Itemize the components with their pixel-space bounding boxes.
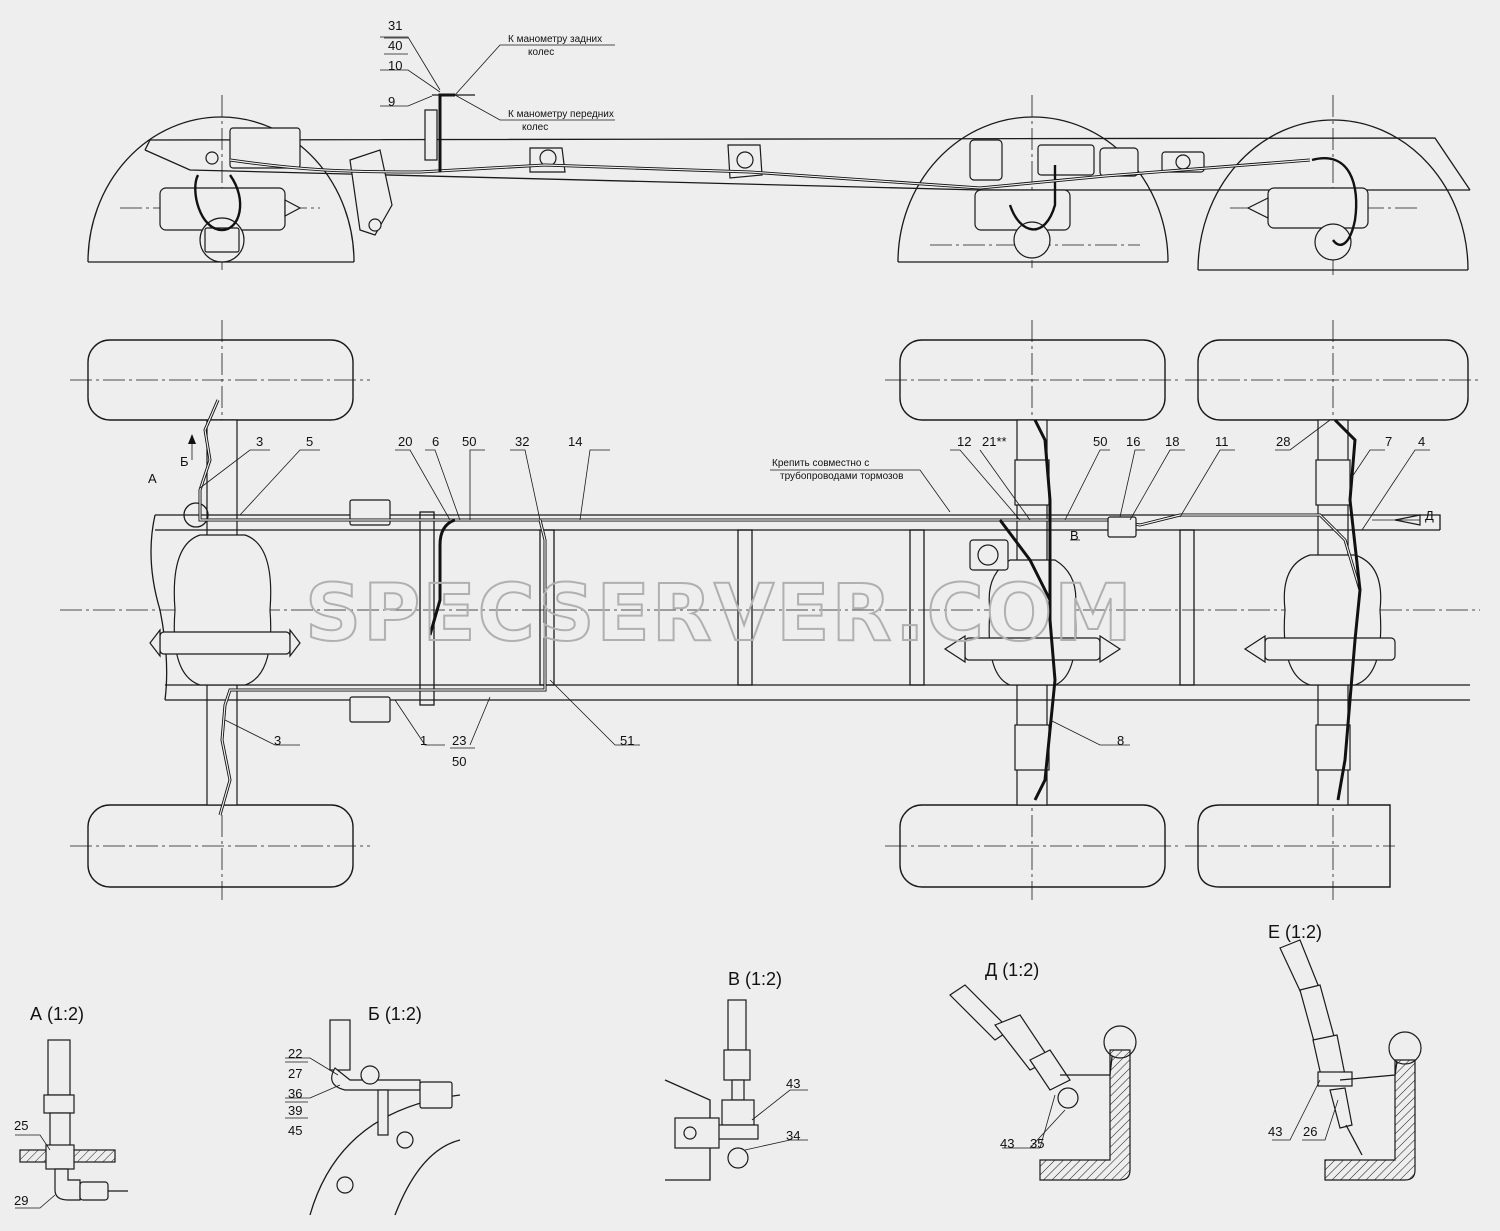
callout-32: 32 — [515, 434, 529, 449]
callout-5: 5 — [306, 434, 313, 449]
callout-3-rear: 3 — [274, 733, 281, 748]
note-rear-gauge-line2: колес — [528, 47, 554, 58]
pipe-rear-axle — [1333, 418, 1362, 801]
view-mark-d: Д — [1425, 508, 1434, 523]
frame-rail-bottom — [144, 149, 1470, 191]
detail-v-title: В (1:2) — [728, 969, 782, 989]
note-fasten-line2: трубопроводами тормозов — [780, 470, 903, 482]
rear-wheel-arch — [1197, 119, 1469, 271]
callout-6: 6 — [432, 434, 439, 449]
watermark: SPECSERVER.COM — [305, 569, 1134, 659]
gauge-riser-pipe — [438, 93, 455, 172]
detail-b: Б (1:2) 22 27 36 39 45 — [285, 1004, 461, 1216]
note-front-gauge-line2: колес — [522, 122, 548, 133]
cross-member-5 — [1179, 529, 1195, 686]
pipe-valve-block — [998, 519, 1052, 601]
note-fasten-line1: Крепить совместно с — [772, 458, 869, 469]
detail-e: Е (1:2) 43 26 — [1268, 922, 1422, 1181]
callout-51: 51 — [620, 733, 634, 748]
pipe-middle-axle — [1033, 419, 1057, 801]
middle-axle-side — [969, 139, 1205, 259]
front-axle-side — [159, 127, 302, 263]
detail-d-callout-43: 43 — [1000, 1136, 1014, 1151]
detail-b-callout-22: 22 — [288, 1046, 302, 1061]
cross-member-1 — [419, 511, 435, 706]
callout-4: 4 — [1418, 434, 1425, 449]
rear-axle-housing — [1243, 554, 1396, 686]
rear-axle-side — [1246, 157, 1369, 261]
side-view: 31 40 10 9 К манометру задних колес К ма… — [87, 18, 1471, 275]
detail-e-callout-43: 43 — [1268, 1124, 1282, 1139]
callout-11: 11 — [1215, 434, 1229, 449]
front-wheel-arch — [87, 116, 355, 263]
detail-v: В (1:2) 43 34 — [664, 969, 808, 1181]
callout-8: 8 — [1117, 733, 1124, 748]
callout-10: 10 — [388, 58, 402, 73]
cross-member-2 — [539, 529, 555, 686]
riser-bracket — [424, 109, 438, 161]
detail-e-title: Е (1:2) — [1268, 922, 1322, 942]
valve-block — [1107, 516, 1137, 538]
callout-18: 18 — [1165, 434, 1179, 449]
callout-9: 9 — [388, 94, 395, 109]
callout-14: 14 — [568, 434, 582, 449]
callout-20: 20 — [398, 434, 412, 449]
note-front-gauge-line1: К манометру передних — [508, 109, 614, 120]
detail-b-title: Б (1:2) — [368, 1004, 422, 1024]
callout-50-bottom: 50 — [452, 754, 466, 769]
detail-v-callout-43: 43 — [786, 1076, 800, 1091]
middle-wheel-arch — [897, 116, 1169, 263]
detail-marker-a — [183, 502, 209, 528]
detail-a-callout-29: 29 — [14, 1193, 28, 1208]
cross-member-3 — [737, 529, 753, 686]
pipe-right-main — [218, 519, 547, 816]
view-mark-a: А — [148, 471, 157, 486]
callout-3-front: 3 — [256, 434, 263, 449]
frame-rail-top — [149, 137, 1471, 191]
callout-28: 28 — [1276, 434, 1290, 449]
detail-a-callout-25: 25 — [14, 1118, 28, 1133]
callout-1: 1 — [420, 733, 427, 748]
cross-member-4 — [909, 529, 925, 686]
pipe-left-main — [198, 399, 1362, 591]
callout-16: 16 — [1126, 434, 1140, 449]
callout-7: 7 — [1385, 434, 1392, 449]
frame-left-rail-outer — [155, 514, 1441, 530]
detail-a-title: А (1:2) — [30, 1004, 84, 1024]
callout-31: 31 — [388, 18, 402, 33]
callout-50-left: 50 — [462, 434, 476, 449]
note-rear-gauge-line1: К манометру задних — [508, 34, 602, 45]
side-main-pipeline — [229, 158, 1311, 190]
callout-12: 12 — [957, 434, 971, 449]
detail-b-callout-45: 45 — [288, 1123, 302, 1138]
view-mark-b: Б — [180, 454, 189, 469]
detail-b-callout-36: 36 — [288, 1086, 302, 1101]
detail-d: Д (1:2) 43 35 — [949, 960, 1137, 1181]
callout-50-middle: 50 — [1093, 434, 1107, 449]
leader-front-gauge — [454, 94, 615, 121]
detail-v-callout-34: 34 — [786, 1128, 800, 1143]
callout-40: 40 — [388, 38, 402, 53]
plan-view: 3 5 20 6 50 32 14 12 21** 50 16 18 11 28… — [60, 320, 1480, 900]
detail-e-callout-26: 26 — [1303, 1124, 1317, 1139]
detail-d-callout-35: 35 — [1030, 1136, 1044, 1151]
callout-23: 23 — [452, 733, 466, 748]
detail-a: А (1:2) 25 29 — [14, 1004, 128, 1209]
pipe-drop-1 — [428, 518, 456, 636]
leader-rear-gauge — [454, 44, 615, 96]
callout-21: 21** — [982, 434, 1007, 449]
detail-b-callout-27: 27 — [288, 1066, 302, 1081]
view-mark-v: В — [1070, 528, 1079, 543]
detail-d-title: Д (1:2) — [985, 960, 1039, 980]
front-axle-housing — [149, 534, 301, 686]
detail-b-callout-39: 39 — [288, 1103, 302, 1118]
